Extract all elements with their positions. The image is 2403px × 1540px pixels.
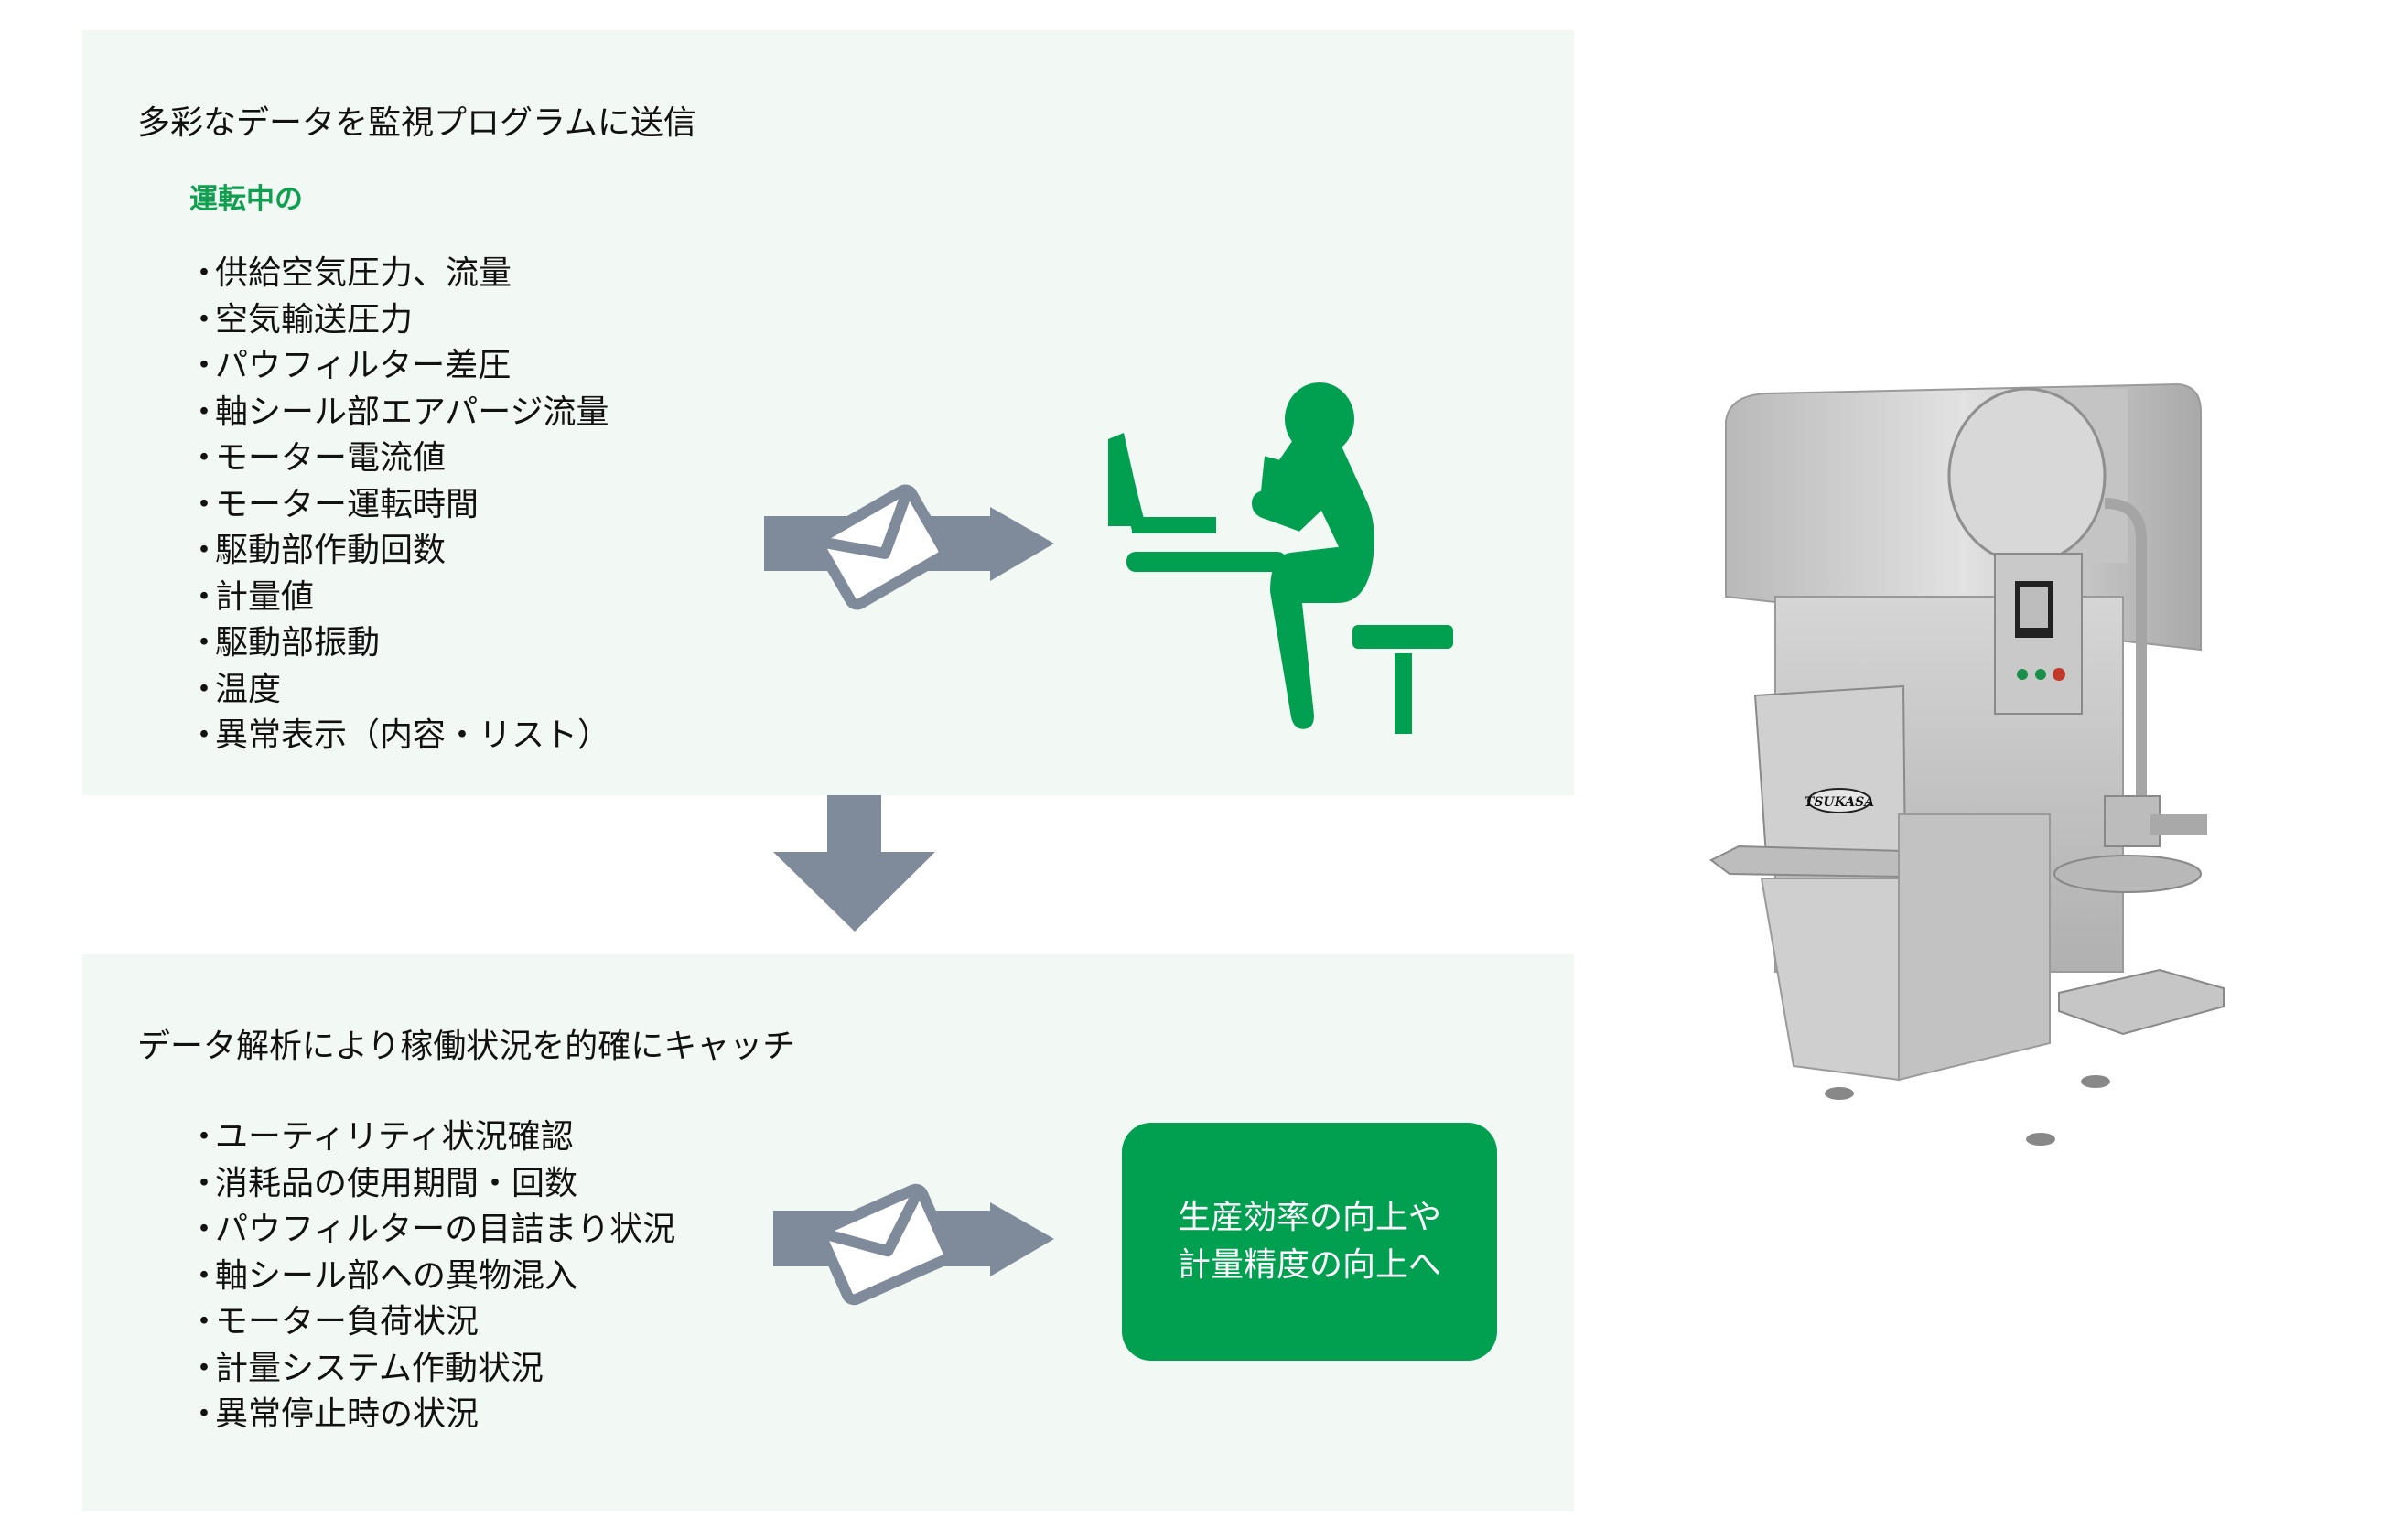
- monitored-data-list: ・供給空気圧力、流量 ・空気輸送圧力 ・パウフィルター差圧 ・軸シール部エアパー…: [188, 251, 610, 759]
- list-item: ・異常表示（内容・リスト）: [188, 716, 611, 754]
- list-item: ・パウフィルターの目詰まり状況: [188, 1211, 676, 1248]
- list-item: ・空気輸送圧力: [188, 300, 414, 339]
- down-arrow-icon: [773, 795, 935, 932]
- list-item: ・ユーティリティ状況確認: [188, 1118, 574, 1156]
- list-item: ・計量システム作動状況: [188, 1349, 544, 1387]
- envelope-arrow-icon: [773, 1183, 1054, 1306]
- bottom-panel-heading: データ解析により稼働状況を的確にキャッチ: [137, 1028, 796, 1065]
- svg-text:TSUKASA: TSUKASA: [1805, 795, 1874, 810]
- list-item: ・モーター負荷状況: [188, 1303, 480, 1341]
- list-item: ・モーター電流値: [188, 439, 447, 477]
- list-item: ・駆動部作動回数: [188, 532, 447, 569]
- person-at-laptop-icon: [1108, 382, 1453, 734]
- result-box: 生産効率の向上や 計量精度の向上へ: [1122, 1123, 1497, 1361]
- list-item: ・計量値: [188, 577, 315, 616]
- list-item: ・軸シール部への異物混入: [188, 1256, 578, 1295]
- result-line-1: 生産効率の向上や: [1177, 1199, 1441, 1236]
- list-item: ・駆動部振動: [188, 624, 381, 662]
- list-item: ・消耗品の使用期間・回数: [188, 1164, 578, 1202]
- list-item: ・パウフィルター差圧: [188, 347, 512, 384]
- list-item: ・供給空気圧力、流量: [188, 254, 512, 292]
- top-panel-heading: 多彩なデータを監視プログラムに送信: [137, 104, 696, 142]
- list-item: ・軸シール部エアパージ流量: [188, 393, 609, 431]
- running-label: 運転中の: [189, 183, 303, 216]
- list-item: ・温度: [188, 670, 282, 708]
- list-item: ・異常停止時の状況: [188, 1395, 480, 1433]
- result-line-2: 計量精度の向上へ: [1177, 1246, 1441, 1284]
- tsukasa-logo: TSUKASA: [1805, 788, 1874, 813]
- envelope-arrow-icon: [764, 484, 1054, 610]
- machine-photo: TSUKASA: [1709, 382, 2225, 1146]
- list-item: ・モーター運転時間: [188, 485, 480, 523]
- analysis-list: ・ユーティリティ状況確認 ・消耗品の使用期間・回数 ・パウフィルターの目詰まり状…: [188, 1115, 675, 1438]
